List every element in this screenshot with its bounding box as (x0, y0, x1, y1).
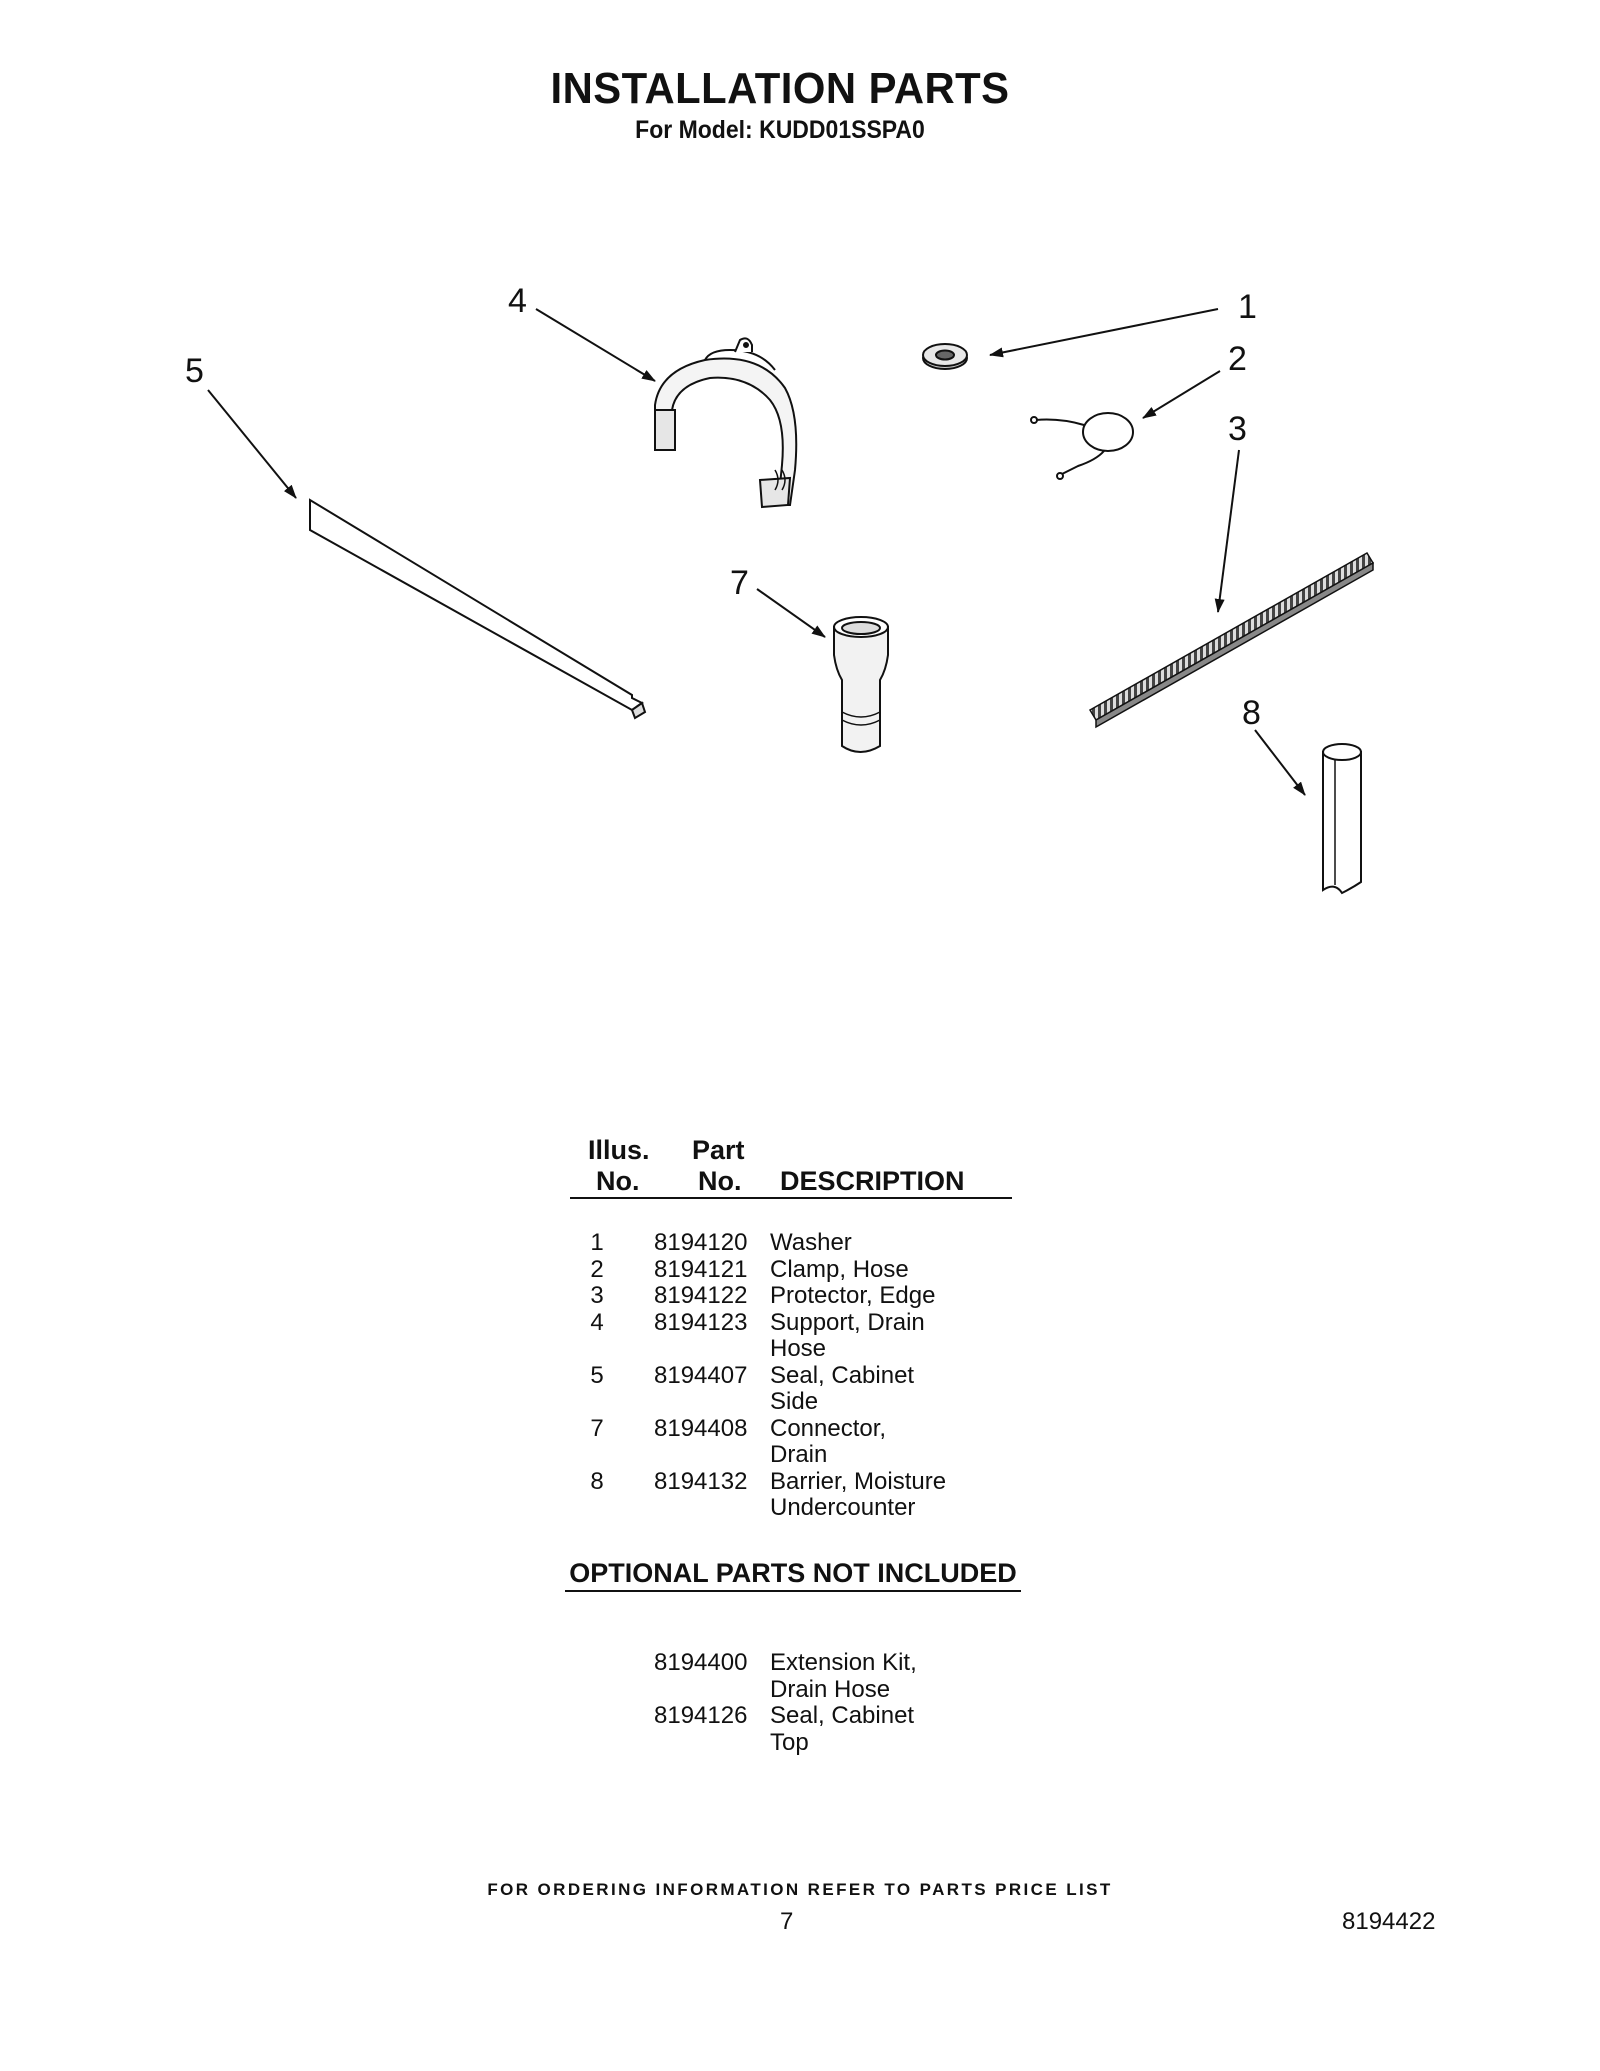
callout-8: 8 (1242, 694, 1261, 732)
parts-rows: 1 8194120 Washer 2 8194121 Clamp, Hose 3… (582, 1229, 1082, 1522)
description-cont: Hose (770, 1335, 827, 1362)
part-no: 8194400 (654, 1649, 748, 1676)
leader-8 (1254, 729, 1306, 796)
description: Seal, Cabinet (770, 1702, 915, 1729)
page-number: 7 (780, 1908, 794, 1935)
table-row: 4 8194123 Support, Drain Hose (582, 1308, 1082, 1363)
leader-3 (1214, 449, 1240, 613)
leader-5 (207, 389, 297, 499)
description-cont: Drain Hose (770, 1675, 891, 1703)
callout-5: 5 (185, 352, 204, 390)
leader-4 (535, 308, 656, 382)
part-no: 8194122 (654, 1282, 748, 1309)
header-part-line1: Part (692, 1135, 745, 1165)
description: Extension Kit, (770, 1649, 917, 1676)
table-row: 7 8194408 Connector, Drain (582, 1414, 1082, 1469)
description: Washer (770, 1229, 852, 1256)
illus-no: 3 (590, 1282, 604, 1309)
part-no: 8194121 (654, 1255, 748, 1283)
header-illus-line2: No. (596, 1166, 640, 1196)
list-item: 8194126 Seal, Cabinet Top (582, 1702, 1082, 1756)
leader-1 (989, 308, 1219, 358)
optional-rows: 8194400 Extension Kit, Drain Hose 819412… (582, 1649, 1082, 1756)
parts-table: Illus. No. Part No. DESCRIPTION (570, 1135, 1020, 1205)
illus-no: 2 (590, 1255, 604, 1283)
optional-parts-title: OPTIONAL PARTS NOT INCLUDED (569, 1558, 1017, 1588)
description: Protector, Edge (770, 1282, 936, 1309)
drain-hose-support-illustration (654, 337, 798, 509)
callout-4: 4 (508, 282, 527, 320)
description: Seal, Cabinet (770, 1361, 915, 1389)
table-row: 2 8194121 Clamp, Hose (582, 1255, 1082, 1284)
part-no: 8194408 (654, 1414, 748, 1442)
description: Clamp, Hose (770, 1255, 909, 1283)
list-item: 8194400 Extension Kit, Drain Hose (582, 1649, 1082, 1703)
table-row: 1 8194120 Washer (582, 1229, 1082, 1257)
header-part-line2: No. (698, 1166, 742, 1196)
illus-no: 5 (590, 1361, 604, 1389)
header-description: DESCRIPTION (780, 1166, 965, 1196)
illus-no: 1 (590, 1229, 604, 1256)
washer-illustration (922, 343, 968, 370)
description-cont: Top (770, 1728, 809, 1756)
model-subtitle: For Model: KUDD01SSPA0 (635, 116, 925, 144)
part-no: 8194126 (654, 1702, 748, 1729)
part-no: 8194120 (654, 1229, 748, 1256)
ordering-note: FOR ORDERING INFORMATION REFER TO PARTS … (487, 1880, 1113, 1899)
optional-rule (565, 1590, 1021, 1592)
callout-1: 1 (1238, 288, 1257, 326)
header-rule (570, 1197, 1012, 1199)
table-row: 3 8194122 Protector, Edge (582, 1282, 1082, 1310)
description-cont: Undercounter (770, 1494, 916, 1521)
moisture-barrier-illustration (1322, 743, 1362, 895)
callout-2: 2 (1228, 340, 1247, 378)
description-cont: Drain (770, 1441, 828, 1468)
leader-7 (756, 588, 826, 638)
part-no: 8194132 (654, 1467, 748, 1495)
illus-no: 7 (590, 1414, 604, 1442)
header-illus-line1: Illus. (588, 1135, 650, 1165)
leader-2 (1142, 370, 1221, 419)
part-no: 8194407 (654, 1361, 748, 1389)
hose-clamp-illustration (1030, 412, 1134, 480)
cabinet-side-seal-illustration (309, 498, 647, 720)
description: Connector, (770, 1414, 887, 1442)
document-number: 8194422 (1342, 1908, 1436, 1935)
description: Support, Drain (770, 1308, 925, 1336)
table-row: 8 8194132 Barrier, Moisture Undercounter (582, 1467, 1082, 1522)
table-row: 5 8194407 Seal, Cabinet Side (582, 1361, 1082, 1416)
edge-protector-illustration (1088, 551, 1375, 729)
part-no: 8194123 (654, 1308, 748, 1336)
drain-connector-illustration (833, 616, 889, 753)
parts-table-header: Illus. No. Part No. DESCRIPTION (570, 1135, 1020, 1205)
page-title: INSTALLATION PARTS (550, 64, 1010, 113)
illus-no: 8 (590, 1467, 604, 1495)
description-cont: Side (770, 1388, 819, 1415)
illus-no: 4 (590, 1308, 604, 1336)
parts-diagram: 1 2 3 4 5 7 8 (185, 282, 1375, 895)
callout-7: 7 (730, 564, 749, 602)
description: Barrier, Moisture (770, 1467, 947, 1495)
callout-3: 3 (1228, 410, 1247, 448)
